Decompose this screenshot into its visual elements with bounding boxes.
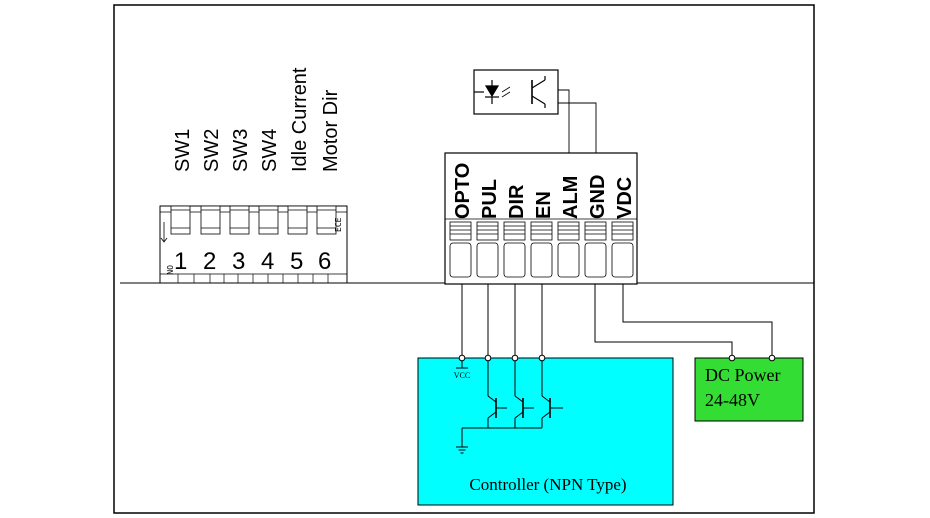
terminal-label: PUL — [479, 179, 501, 219]
terminal-label: EN — [533, 191, 555, 219]
terminal-screw — [584, 221, 607, 278]
terminal-screw — [503, 221, 526, 278]
dip-tag-side: ON — [165, 265, 174, 275]
optocoupler-leads — [558, 89, 597, 153]
terminal-label: GND — [587, 175, 609, 219]
terminal-label: DIR — [506, 184, 528, 219]
vcc-label: VCC — [454, 371, 470, 380]
terminal-label: OPTO — [452, 163, 474, 219]
ground-icon — [456, 446, 468, 454]
terminal-label: ALM — [560, 176, 582, 219]
dip-tag-top: ECE — [334, 217, 343, 232]
optocoupler-icon — [473, 69, 559, 115]
terminal-screw — [449, 221, 472, 278]
switch-number: 5 — [290, 248, 303, 275]
on-arrow-icon — [160, 222, 168, 243]
switch-label: SW2 — [201, 129, 223, 172]
switch-label: SW4 — [259, 129, 281, 172]
terminal-screw — [557, 221, 580, 278]
dc-power-voltage: 24-48V — [705, 390, 760, 410]
npn-transistor-icon — [461, 361, 563, 447]
switch-label: Motor Dir — [320, 89, 342, 172]
dip-sliders — [170, 205, 337, 235]
switch-label: SW3 — [230, 129, 252, 172]
switch-number: 1 — [174, 248, 187, 275]
dc-power-label: DC Power — [705, 365, 781, 385]
controller-box: VCC — [417, 354, 674, 506]
terminal-screw — [476, 221, 499, 278]
power-wires — [594, 284, 773, 358]
switch-number: 4 — [261, 248, 274, 275]
dc-power-box: DC Power 24-48V — [694, 354, 804, 422]
switch-label: SW1 — [172, 129, 194, 172]
terminal-block — [444, 152, 638, 285]
terminal-label: VDC — [614, 177, 636, 219]
terminal-screw — [611, 221, 634, 278]
terminal-screw — [530, 221, 553, 278]
switch-label: Idle Current — [289, 67, 311, 172]
controller-label: Controller (NPN Type) — [469, 475, 626, 494]
switch-number: 2 — [203, 248, 216, 275]
switch-number: 3 — [232, 248, 245, 275]
switch-number: 6 — [318, 248, 331, 275]
dip-switch-block: ON ECE 1 2 3 4 5 6 — [159, 205, 348, 284]
signal-wires — [461, 284, 543, 358]
